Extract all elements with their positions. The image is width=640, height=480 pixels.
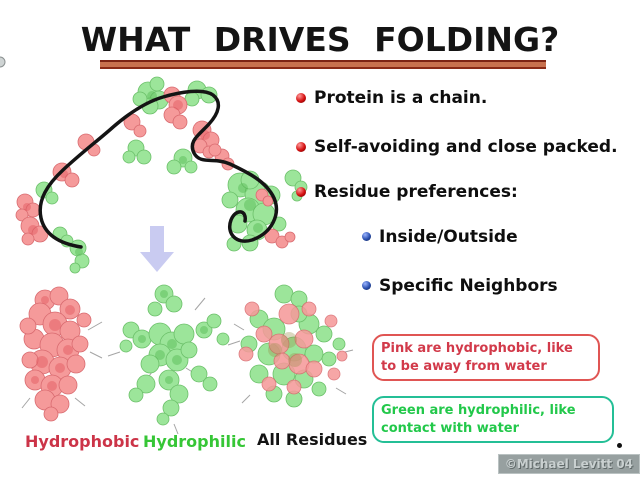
title-underline: [100, 60, 546, 69]
red-sphere-bullet-icon: [296, 142, 306, 152]
chain-line: [38, 89, 279, 249]
hydrophobic-callout-box: Pink are hydrophobic, like to be away fr…: [372, 334, 600, 382]
hydrophilic-label: Hydrophilic: [143, 432, 246, 451]
copyright-watermark: ©Michael Levitt 04: [497, 454, 640, 474]
bullet-text: Self-avoiding and close packed.: [314, 137, 618, 157]
bullet-text: Residue preferences:: [314, 182, 518, 202]
sub-bullet-text: Inside/Outside: [379, 227, 518, 247]
hydrophilic-cluster: [107, 284, 241, 435]
all-residues-cluster: [233, 284, 354, 408]
bullet-item: Residue preferences:: [296, 182, 518, 202]
red-sphere-bullet-icon: [296, 187, 306, 197]
sub-bullet-text: Specific Neighbors: [379, 276, 558, 296]
all-residues-label: All Residues: [257, 430, 368, 449]
unfolded-protein-chain: [15, 76, 308, 274]
blue-sphere-bullet-icon: [362, 232, 371, 241]
red-sphere-bullet-icon: [296, 93, 306, 103]
bullet-text: Protein is a chain.: [314, 88, 488, 108]
blue-sphere-bullet-icon: [362, 281, 371, 290]
bullet-item: Protein is a chain.: [296, 88, 487, 108]
edge-artifact-dot: [0, 56, 6, 68]
sub-bullet-item: Inside/Outside: [362, 227, 518, 247]
sub-bullet-item: Specific Neighbors: [362, 276, 558, 296]
bullet-item: Self-avoiding and close packed.: [296, 137, 618, 157]
hydrophobic-cluster: [19, 286, 103, 422]
page-title: WHAT DRIVES FOLDING?: [80, 20, 560, 59]
down-arrow-icon: [140, 226, 174, 272]
hydrophobic-label: Hydrophobic: [25, 432, 140, 451]
period-dot: [617, 443, 622, 448]
hydrophilic-callout-box: Green are hydrophilic, like contact with…: [372, 396, 614, 444]
